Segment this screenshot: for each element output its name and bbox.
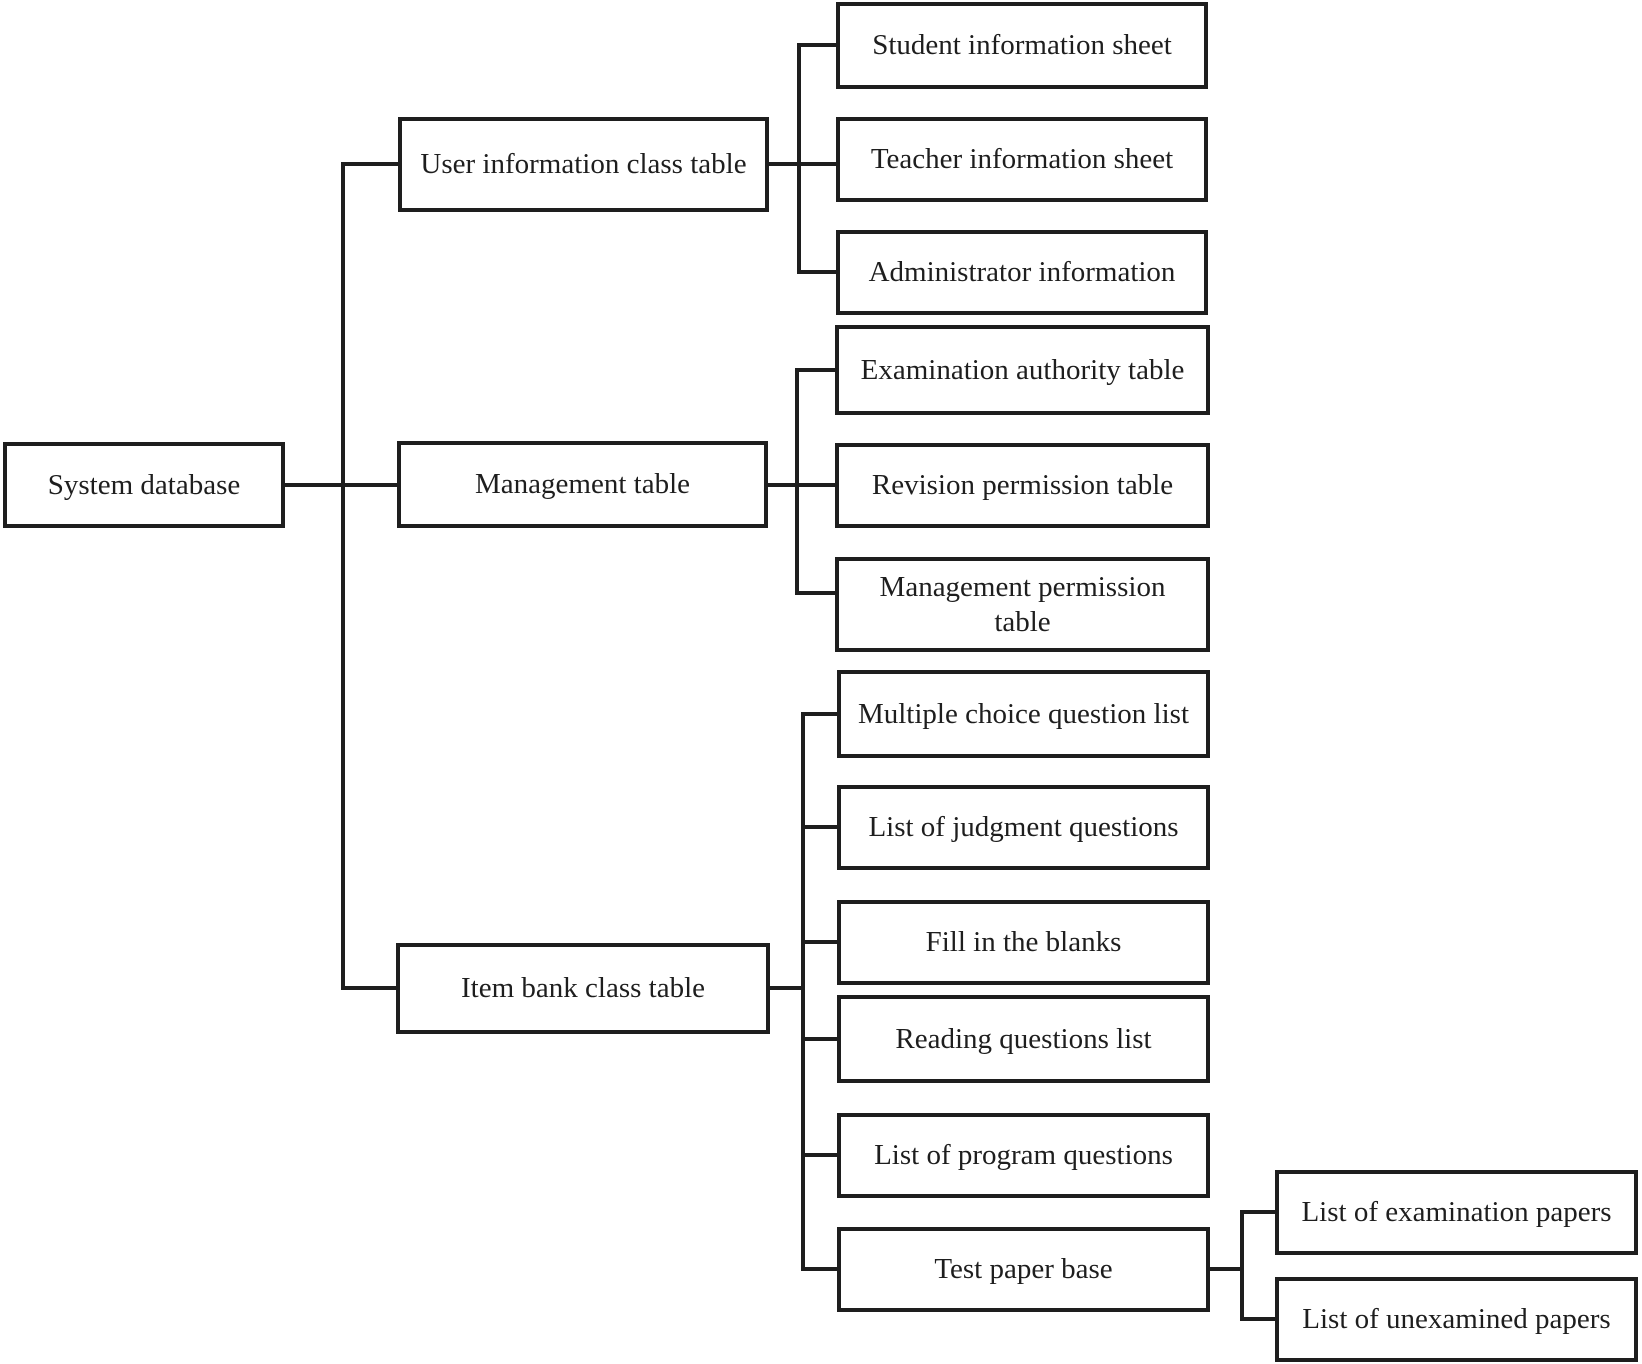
connector-stub-administrator — [797, 270, 836, 274]
connector-user-info-trunk — [797, 43, 801, 274]
node-list-of-judgment-questions: List of judgment questions — [837, 785, 1210, 870]
connector-stub-judgment — [801, 825, 837, 829]
node-label: Reading questions list — [895, 1022, 1152, 1055]
connector-stub-test-paper — [801, 1267, 837, 1271]
connector-management-out — [768, 483, 835, 487]
node-list-of-unexamined-papers: List of unexamined papers — [1275, 1277, 1638, 1362]
node-label: Revision permission table — [871, 469, 1174, 502]
node-administrator-information: Administrator information — [836, 230, 1208, 315]
node-label: Fill in the blanks — [925, 926, 1122, 959]
connector-branch-user-info — [341, 162, 398, 166]
connector-stub-fill-blanks — [801, 940, 837, 944]
node-label: Test paper base — [934, 1253, 1113, 1286]
node-user-information-class-table: User information class table — [398, 117, 769, 212]
node-label: Examination authority table — [860, 353, 1185, 386]
node-list-of-examination-papers: List of examination papers — [1275, 1170, 1638, 1255]
connector-stub-multiple-choice — [801, 712, 837, 716]
node-student-information-sheet: Student information sheet — [836, 2, 1208, 89]
connector-stub-program — [801, 1153, 837, 1157]
connector-test-paper-trunk — [1240, 1210, 1244, 1321]
node-label: List of examination papers — [1301, 1196, 1612, 1229]
node-label: Item bank class table — [461, 972, 705, 1005]
node-label: Teacher information sheet — [870, 143, 1174, 176]
connector-user-info-out — [769, 162, 836, 166]
node-teacher-information-sheet: Teacher information sheet — [836, 117, 1208, 202]
node-management-permission-table: Management permission table — [835, 557, 1210, 652]
connector-stub-reading — [801, 1037, 837, 1041]
node-multiple-choice-question-list: Multiple choice question list — [837, 670, 1210, 758]
node-label: List of unexamined papers — [1302, 1303, 1611, 1336]
node-label: System database — [47, 468, 241, 501]
connector-main-trunk — [341, 162, 345, 990]
node-label: Multiple choice question list — [857, 697, 1190, 730]
connector-test-paper-out — [1210, 1267, 1244, 1271]
connector-stub-examination-authority — [795, 368, 835, 372]
node-label: Administrator information — [868, 256, 1176, 289]
node-list-of-program-questions: List of program questions — [837, 1113, 1210, 1198]
node-label: Management permission table — [879, 571, 1166, 638]
connector-stub-unexamined-papers — [1240, 1317, 1275, 1321]
node-test-paper-base: Test paper base — [837, 1227, 1210, 1312]
node-reading-questions-list: Reading questions list — [837, 995, 1210, 1083]
connector-management-trunk — [795, 368, 799, 595]
connector-stub-student — [797, 43, 836, 47]
node-management-table: Management table — [397, 441, 768, 528]
node-fill-in-the-blanks: Fill in the blanks — [837, 900, 1210, 985]
connector-stub-examination-papers — [1240, 1210, 1275, 1214]
connector-branch-item-bank — [341, 986, 396, 990]
connector-item-bank-trunk — [801, 712, 805, 1271]
node-examination-authority-table: Examination authority table — [835, 325, 1210, 415]
connector-stub-management-permission — [795, 591, 835, 595]
connector-item-bank-out — [770, 986, 805, 990]
node-item-bank-class-table: Item bank class table — [396, 943, 770, 1034]
node-label: List of judgment questions — [868, 811, 1179, 844]
node-label: Student information sheet — [872, 29, 1172, 62]
node-label: User information class table — [420, 148, 747, 181]
node-system-database: System database — [3, 442, 285, 528]
node-label: List of program questions — [874, 1139, 1173, 1172]
node-label: Management table — [475, 468, 690, 501]
node-revision-permission-table: Revision permission table — [835, 443, 1210, 528]
